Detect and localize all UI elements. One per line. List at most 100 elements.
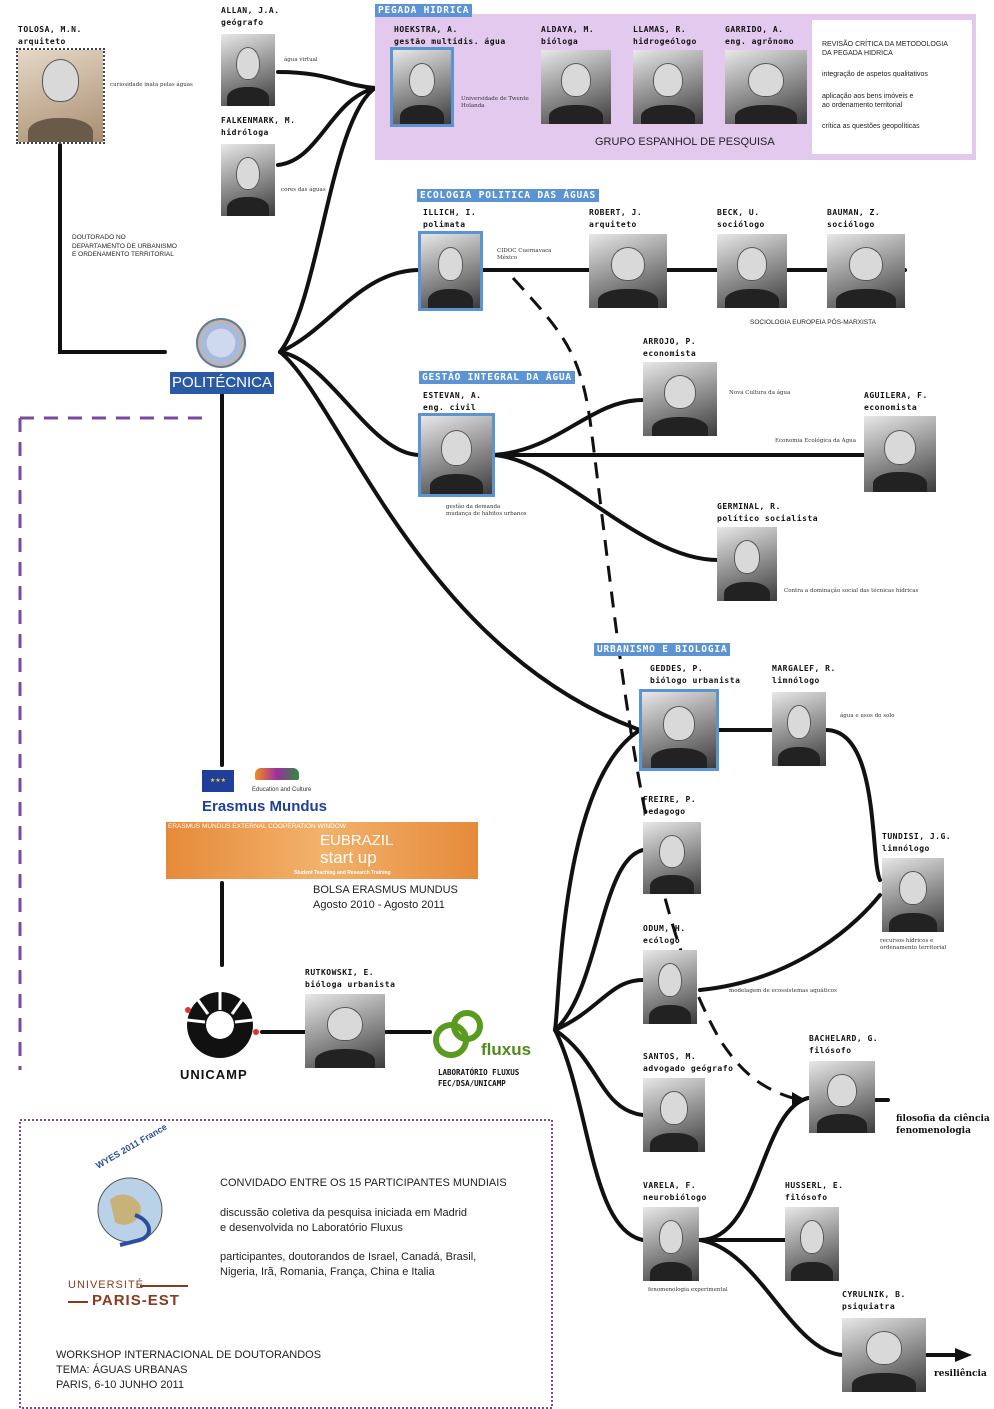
photo-tundisi: [882, 858, 944, 932]
photo-margalef: [772, 692, 826, 766]
name: CYRULNIK, B.: [842, 1290, 906, 1299]
role: psiquiatra: [842, 1302, 896, 1311]
name: ALLAN, J.A.: [221, 6, 280, 15]
role: geógrafo: [221, 18, 264, 27]
bolsa-label-2: Agosto 2010 - Agosto 2011: [313, 899, 445, 911]
role: político socialista: [717, 514, 819, 523]
workshop-footer: WORKSHOP INTERNACIONAL DE DOUTORANDOS TE…: [56, 1349, 322, 1391]
role: arquiteto: [589, 220, 637, 229]
name: ESTEVAN, A.: [423, 391, 482, 400]
paris-est-rule-2: [68, 1301, 88, 1303]
section-title-gestao: GESTÃO INTEGRAL DA ÁGUA: [419, 371, 575, 384]
photo-llamas: [633, 50, 703, 124]
note-illich: CIDOC Cuernavaca México: [497, 248, 552, 261]
paris-est-label-2: PARIS-EST: [92, 1292, 180, 1309]
role: limnólogo: [772, 676, 820, 685]
name: ARROJO, P.: [643, 337, 697, 346]
note-germinal: Contra a dominação social das técnicas h…: [784, 588, 919, 594]
photo-geddes: [639, 689, 719, 771]
bolsa-label-1: BOLSA ERASMUS MUNDUS: [313, 884, 458, 896]
photo-rutkowski: [305, 994, 385, 1068]
fluxus-lab-label: LABORATÓRIO FLUXUS FEC/DSA/UNICAMP: [438, 1068, 520, 1088]
note-sociologia: SOCIOLOGIA EUROPEIA PÓS-MARXISTA: [750, 319, 876, 326]
role: economista: [864, 403, 918, 412]
erasmus-window-label: ERASMUS MUNDUS EXTERNAL COOPERATION WIND…: [168, 823, 347, 830]
photo-aguilera: [864, 416, 936, 492]
note-varela: fenomenologia experimental: [648, 1287, 728, 1293]
paris-est-rule: [140, 1285, 188, 1287]
photo-arrojo: [643, 362, 717, 436]
fluxus-logo-icon: [433, 1008, 483, 1058]
pegada-note-3: aplicação aos bens imóveis e ao ordename…: [822, 93, 914, 109]
role: limnólogo: [882, 844, 930, 853]
role: biólogo urbanista: [650, 676, 741, 685]
note-aguilera: Economia Ecológica da Água: [775, 438, 856, 444]
name: MARGALEF, R.: [772, 664, 836, 673]
photo-cyrulnik: [842, 1318, 926, 1392]
photo-germinal: [717, 527, 777, 601]
name: BAUMAN, Z.: [827, 208, 881, 217]
role: hidrogeólogo: [633, 37, 697, 46]
erasmus-mundus-title: Erasmus Mundus: [202, 798, 328, 815]
note-hoekstra: Universidade de Twente Holanda: [461, 96, 529, 109]
section-title-ecologia: ECOLOGIA POLITICA DAS ÁGUAS: [417, 189, 600, 202]
photo-allan: [221, 34, 275, 106]
photo-garrido: [725, 50, 807, 124]
pegada-note-4: crítica as questões geopolíticas: [822, 123, 920, 130]
role: bióloga urbanista: [305, 980, 396, 989]
workshop-line-1: CONVIDADO ENTRE OS 15 PARTICIPANTES MUND…: [220, 1177, 507, 1189]
photo-robert: [589, 234, 667, 308]
wyes-logo-icon: WYES 2011 France: [80, 1122, 180, 1255]
role: filósofo: [785, 1193, 828, 1202]
name: ILLICH, I.: [423, 208, 477, 217]
role: eng. agrônomo: [725, 37, 795, 46]
role: polimata: [423, 220, 466, 229]
note-tolosa: curiosidade inata pelas águas: [110, 82, 193, 88]
photo-illich: [418, 231, 483, 311]
eubrazil-banner: ERASMUS MUNDUS EXTERNAL COOPERATION WIND…: [166, 822, 478, 879]
role: gestão multidis. água: [394, 37, 506, 46]
name: SANTOS, M.: [643, 1052, 697, 1061]
name: LLAMAS, R.: [633, 25, 687, 34]
photo-hoekstra: [390, 47, 454, 127]
workshop-line-3: participantes, doutorandos de Israel, Ca…: [220, 1251, 477, 1278]
name: AGUILERA, F.: [864, 391, 928, 400]
unicamp-logo-icon: [180, 990, 260, 1060]
note-falkenmark: cores das águas: [281, 187, 326, 193]
section-title-pegada: PEGADA HIDRICA: [375, 4, 473, 17]
role: ecólogo: [643, 936, 681, 945]
name: RUTKOWSKI, E.: [305, 968, 375, 977]
photo-bachelard: [809, 1061, 875, 1133]
photo-freire: [643, 822, 701, 894]
name: HUSSERL, E.: [785, 1181, 844, 1190]
role: arquiteto: [18, 37, 66, 46]
note-estevan: gestão da demanda mudança de hábitos urb…: [446, 504, 527, 517]
role: sociólogo: [717, 220, 765, 229]
note-odum: modelagem de ecossistemas aquáticos: [729, 988, 837, 994]
name: TUNDISI, J.G.: [882, 832, 952, 841]
education-culture-logo-icon: [255, 768, 299, 780]
note-tundisi: recursos hídricos e ordenamento territor…: [880, 938, 947, 951]
name: GERMINAL, R.: [717, 502, 781, 511]
role: advogado geógrafo: [643, 1064, 734, 1073]
pegada-note-2: integração de aspetos qualitativos: [822, 71, 928, 78]
name: GARRIDO, A.: [725, 25, 784, 34]
name: BECK, U.: [717, 208, 760, 217]
education-culture-label: Education and Culture: [252, 787, 312, 793]
name: HOEKSTRA, A.: [394, 25, 458, 34]
note-allan: água virtual: [284, 57, 318, 63]
name: GEDDES, P.: [650, 664, 704, 673]
unicamp-label: UNICAMP: [180, 1067, 248, 1082]
politecnica-label: POLITÉCNICA: [170, 372, 274, 394]
role: economista: [643, 349, 697, 358]
arrow-label-bachelard: filosofia da ciência fenomenologia: [896, 1114, 990, 1136]
role: filósofo: [809, 1046, 852, 1055]
role: pedagogo: [643, 807, 686, 816]
name: BACHELARD, G.: [809, 1034, 879, 1043]
role: neurobiólogo: [643, 1193, 707, 1202]
photo-tolosa: [16, 48, 105, 144]
name: TOLOSA, M.N.: [18, 25, 82, 34]
role: eng. civil: [423, 403, 477, 412]
photo-husserl: [785, 1207, 839, 1281]
